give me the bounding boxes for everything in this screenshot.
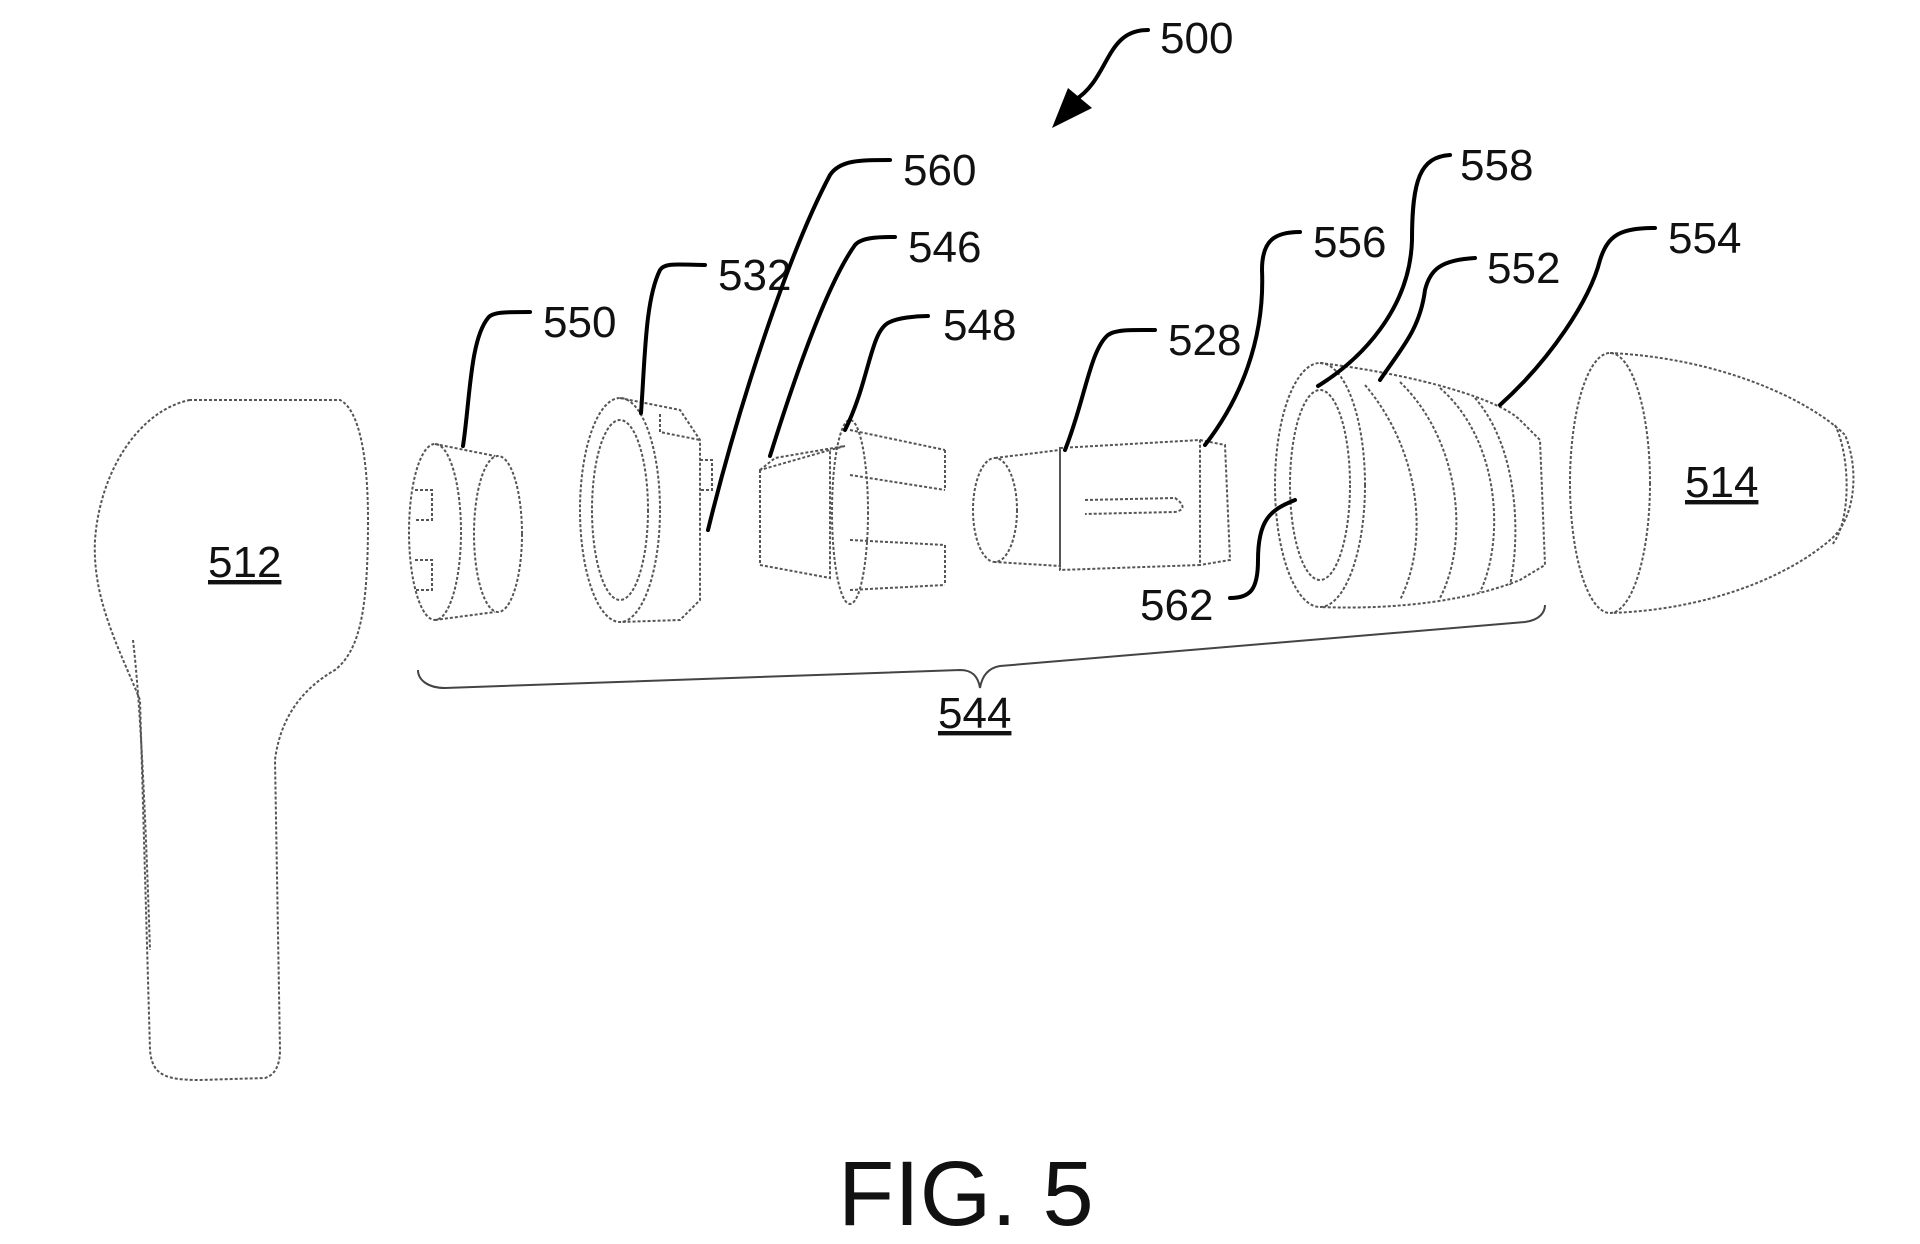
leader-558 xyxy=(1316,153,1452,388)
body-seam xyxy=(132,639,151,951)
assembly-brace-544: 544 xyxy=(417,604,1546,738)
arrow-500-head xyxy=(1052,88,1092,128)
overall-reference: 500 xyxy=(1052,14,1233,128)
leader-552 xyxy=(1378,256,1477,382)
callouts: 550 532 560 546 548 528 556 558 552 554 … xyxy=(461,141,1741,630)
body-outline xyxy=(93,399,370,1082)
leader-554 xyxy=(1498,226,1657,407)
label-556: 556 xyxy=(1313,218,1386,267)
figure-caption: FIG. 5 xyxy=(838,1143,1094,1244)
label-550: 550 xyxy=(543,298,616,347)
label-558: 558 xyxy=(1460,141,1533,190)
label-560: 560 xyxy=(903,146,976,195)
label-548: 548 xyxy=(943,301,1016,350)
label-552: 552 xyxy=(1487,244,1560,293)
label-546: 546 xyxy=(908,223,981,272)
component-528 xyxy=(972,438,1232,572)
label-500: 500 xyxy=(1160,14,1233,63)
label-528: 528 xyxy=(1168,316,1241,365)
component-552 xyxy=(1274,362,1547,609)
leader-562 xyxy=(1228,498,1297,600)
label-514: 514 xyxy=(1685,458,1758,507)
leader-560 xyxy=(706,158,892,532)
component-532 xyxy=(579,397,713,623)
earbud-body-512: 512 xyxy=(93,399,370,1082)
label-544: 544 xyxy=(938,689,1011,738)
label-554: 554 xyxy=(1668,214,1741,263)
brace xyxy=(417,604,1546,690)
leader-556 xyxy=(1203,230,1302,447)
leader-550 xyxy=(461,310,532,448)
arrow-500-leader xyxy=(1073,28,1150,102)
leader-532 xyxy=(639,262,707,415)
ear-tip-514: 514 xyxy=(1569,352,1855,614)
leader-528 xyxy=(1063,327,1157,452)
leader-548 xyxy=(843,314,930,432)
label-512: 512 xyxy=(208,538,281,587)
component-550 xyxy=(408,443,523,621)
label-562: 562 xyxy=(1140,581,1213,630)
leader-546 xyxy=(768,235,897,458)
component-546-548 xyxy=(759,419,946,605)
